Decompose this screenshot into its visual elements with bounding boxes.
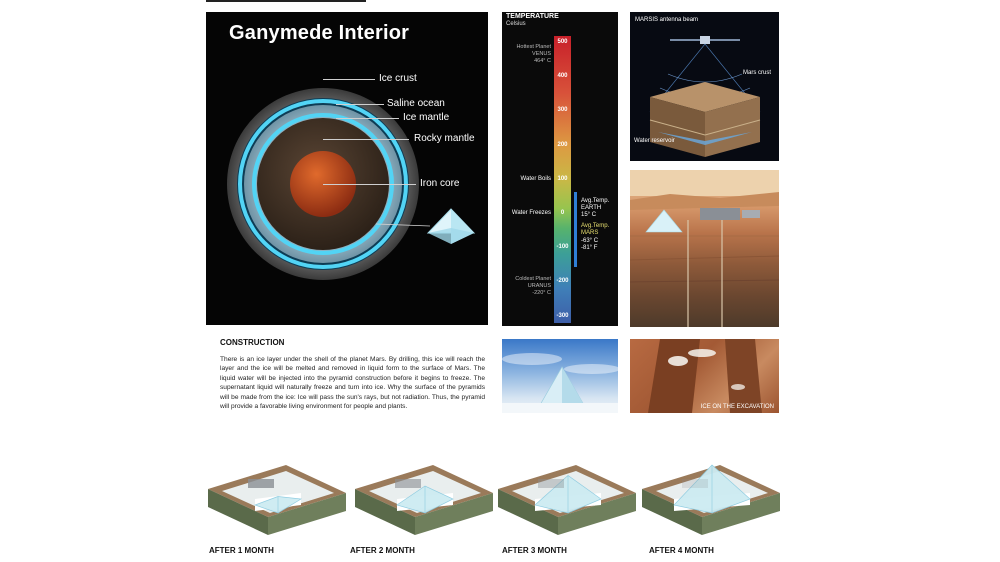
stage-illustration bbox=[208, 465, 346, 535]
mars-cross-section-image bbox=[630, 170, 779, 327]
temperature-tick: 500 bbox=[557, 39, 568, 45]
label-ice-crust: Ice crust bbox=[379, 73, 417, 84]
block-right bbox=[268, 493, 346, 535]
temperature-unit: Celsius bbox=[506, 21, 526, 27]
temperature-tick: 400 bbox=[557, 73, 568, 80]
cloud-streak-2 bbox=[564, 364, 618, 374]
leader-saline-ocean bbox=[336, 104, 384, 105]
stage-caption: AFTER 2 MONTH bbox=[350, 546, 415, 555]
label-ice-mantle: Ice mantle bbox=[403, 112, 450, 123]
block-right bbox=[415, 493, 493, 535]
earth-average-temp: Avg.Temp. EARTH 15° C bbox=[581, 198, 610, 218]
stage-illustration bbox=[642, 464, 780, 535]
cross-section-illustration bbox=[630, 170, 779, 327]
temperature-tick: 300 bbox=[557, 107, 568, 114]
water-boils-label: Water Boils bbox=[520, 176, 551, 182]
construction-description: There is an ice layer under the shell of… bbox=[220, 356, 485, 411]
leader-rocky-mantle bbox=[323, 139, 409, 140]
stage-model bbox=[638, 455, 788, 545]
strata-line-1 bbox=[649, 119, 706, 136]
stage-model bbox=[494, 455, 644, 545]
horizon-hills bbox=[630, 192, 779, 210]
temperature-title: TEMPERATURE bbox=[506, 13, 559, 20]
ice-patch-2 bbox=[688, 349, 716, 357]
label-rocky-mantle: Rocky mantle bbox=[414, 133, 475, 144]
average-temp-bracket bbox=[574, 192, 577, 267]
pyramid-leader bbox=[375, 223, 431, 227]
frame-structure bbox=[682, 479, 708, 488]
ice-pyramid-illustration bbox=[502, 353, 618, 413]
stage-model bbox=[204, 455, 354, 545]
pyramid-on-surface bbox=[645, 209, 683, 233]
mars-average-temp-heading: Avg.Temp. MARS bbox=[581, 223, 610, 236]
temperature-panel: TEMPERATURE Celsius 500 400 300 200 100 0 -100… bbox=[502, 12, 618, 326]
trench-right bbox=[725, 339, 762, 413]
ganymede-title: Ganymede Interior bbox=[229, 22, 410, 44]
temperature-tick: -100 bbox=[556, 244, 569, 251]
water-reservoir-label: Water reservoir bbox=[634, 138, 675, 144]
pyramid-icon-base bbox=[428, 228, 474, 244]
stage-caption: AFTER 4 MONTH bbox=[649, 546, 714, 555]
leader-ice-mantle bbox=[336, 118, 399, 119]
stage-illustration bbox=[355, 465, 493, 535]
block-left bbox=[642, 489, 702, 535]
excavation-caption: ICE ON THE EXCAVATION bbox=[700, 404, 774, 410]
leader-ice-crust bbox=[323, 79, 375, 80]
ice-patch-3 bbox=[731, 384, 745, 390]
strata-b bbox=[630, 279, 779, 283]
frame-structure bbox=[538, 479, 564, 488]
ice-ground bbox=[502, 403, 618, 413]
block-left bbox=[355, 489, 415, 535]
strata-line-2 bbox=[704, 119, 761, 136]
water-reservoir-layer bbox=[658, 132, 752, 145]
mars-average-temp: -63° C -81° F bbox=[581, 238, 599, 251]
frame-structure bbox=[248, 479, 274, 488]
stage-caption: AFTER 1 MONTH bbox=[209, 546, 274, 555]
ice-pyramid-sky-image bbox=[502, 339, 618, 413]
mars-crust-label: Mars crust bbox=[743, 70, 772, 76]
stage-model bbox=[351, 455, 501, 545]
strata-a bbox=[630, 255, 779, 261]
ganymede-diagram bbox=[227, 88, 476, 280]
construction-heading: CONSTRUCTION bbox=[220, 338, 285, 347]
block-right bbox=[702, 493, 780, 535]
temperature-tick: -200 bbox=[556, 278, 569, 285]
mars-sky bbox=[630, 170, 779, 196]
temperature-tick: 0 bbox=[560, 210, 565, 216]
excavation-illustration bbox=[648, 339, 762, 413]
stage-caption: AFTER 3 MONTH bbox=[502, 546, 567, 555]
label-iron-core: Iron core bbox=[420, 178, 460, 189]
block-left bbox=[498, 489, 558, 535]
base-module bbox=[742, 210, 760, 218]
marsis-beam-label: MARSIS antenna beam bbox=[635, 17, 699, 23]
site-pad bbox=[222, 471, 334, 513]
top-rule bbox=[206, 0, 366, 2]
base-station bbox=[700, 208, 740, 220]
block-left bbox=[208, 489, 268, 535]
hottest-planet-note: Hottest Planet VENUS 464° C bbox=[516, 44, 551, 64]
temperature-tick: 200 bbox=[557, 141, 568, 148]
cloud-streak-1 bbox=[502, 353, 562, 365]
marsis-illustration bbox=[649, 36, 761, 157]
marsis-panel: MARSIS antenna beam Mars crust Water res… bbox=[630, 12, 779, 161]
ice-excavation-image: ICE ON THE EXCAVATION bbox=[630, 339, 779, 413]
temperature-scale-bar bbox=[554, 36, 571, 323]
water-freezes-label: Water Freezes bbox=[511, 210, 551, 216]
label-saline-ocean: Saline ocean bbox=[387, 98, 445, 109]
satellite-body bbox=[700, 36, 710, 44]
frame-structure bbox=[395, 479, 421, 488]
leader-iron-core bbox=[323, 184, 416, 185]
temperature-tick: 100 bbox=[557, 175, 568, 182]
block-right bbox=[558, 493, 636, 535]
ice-patch-1 bbox=[668, 356, 688, 366]
ice-pyramid-face bbox=[562, 367, 584, 405]
temperature-tick: -300 bbox=[556, 312, 569, 319]
trench-left bbox=[648, 339, 700, 413]
ganymede-interior-panel: Ganymede Interior Ice crust bbox=[206, 12, 488, 325]
stage-illustration bbox=[498, 465, 636, 535]
coldest-planet-note: Coldest Planet URANUS -220° C bbox=[515, 276, 551, 296]
